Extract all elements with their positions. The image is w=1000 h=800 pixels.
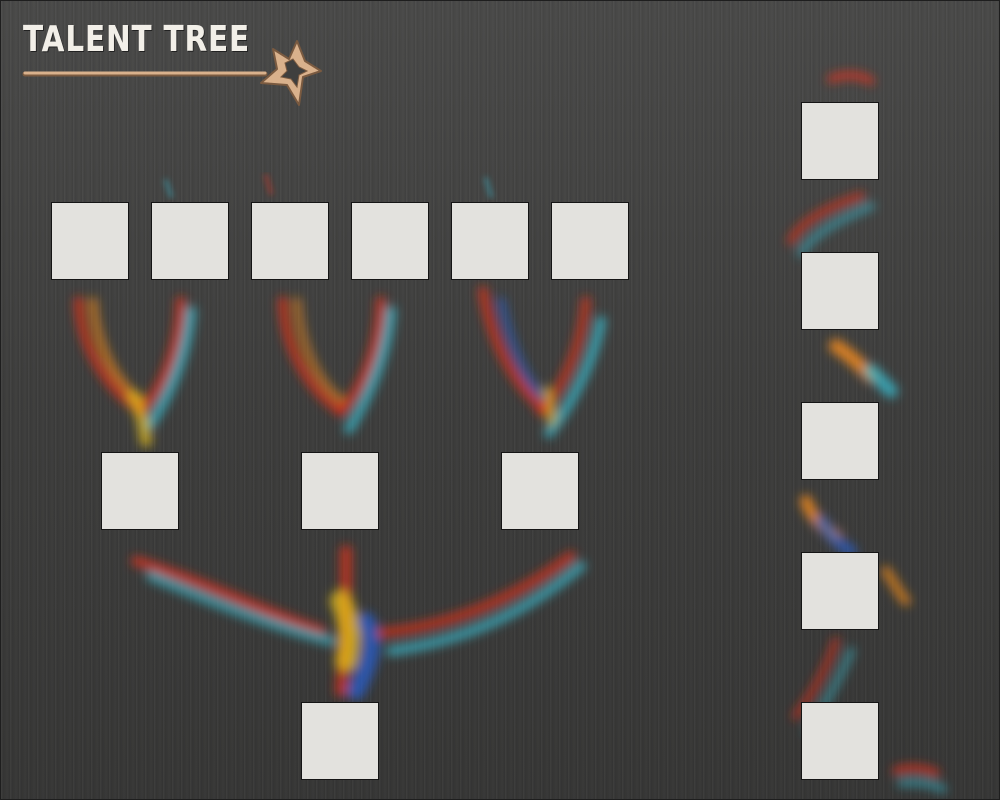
talent-slot-top-6[interactable] <box>551 202 629 280</box>
talent-slot-right-5[interactable] <box>801 702 879 780</box>
magic-wand-star-icon <box>22 40 322 106</box>
talent-slot-right-1[interactable] <box>801 102 879 180</box>
talent-slot-right-2[interactable] <box>801 252 879 330</box>
branch-right-column <box>787 71 947 793</box>
branch-v-center <box>278 296 396 434</box>
talent-slot-right-3[interactable] <box>801 402 879 480</box>
talent-slot-top-5[interactable] <box>451 202 529 280</box>
talent-slot-bottom-1[interactable] <box>301 702 379 780</box>
branch-arc-bottom <box>131 545 586 700</box>
talent-slot-top-1[interactable] <box>51 202 129 280</box>
top-row-sparks <box>164 174 493 198</box>
branch-v-left <box>74 296 196 447</box>
page-title: TALENT TREE <box>23 19 251 60</box>
branch-v-right <box>478 286 606 438</box>
talent-slot-right-4[interactable] <box>801 552 879 630</box>
talent-slot-top-2[interactable] <box>151 202 229 280</box>
talent-slot-top-3[interactable] <box>251 202 329 280</box>
talent-slot-top-4[interactable] <box>351 202 429 280</box>
talent-slot-middle-3[interactable] <box>501 452 579 530</box>
talent-slot-middle-1[interactable] <box>101 452 179 530</box>
talent-slot-middle-2[interactable] <box>301 452 379 530</box>
